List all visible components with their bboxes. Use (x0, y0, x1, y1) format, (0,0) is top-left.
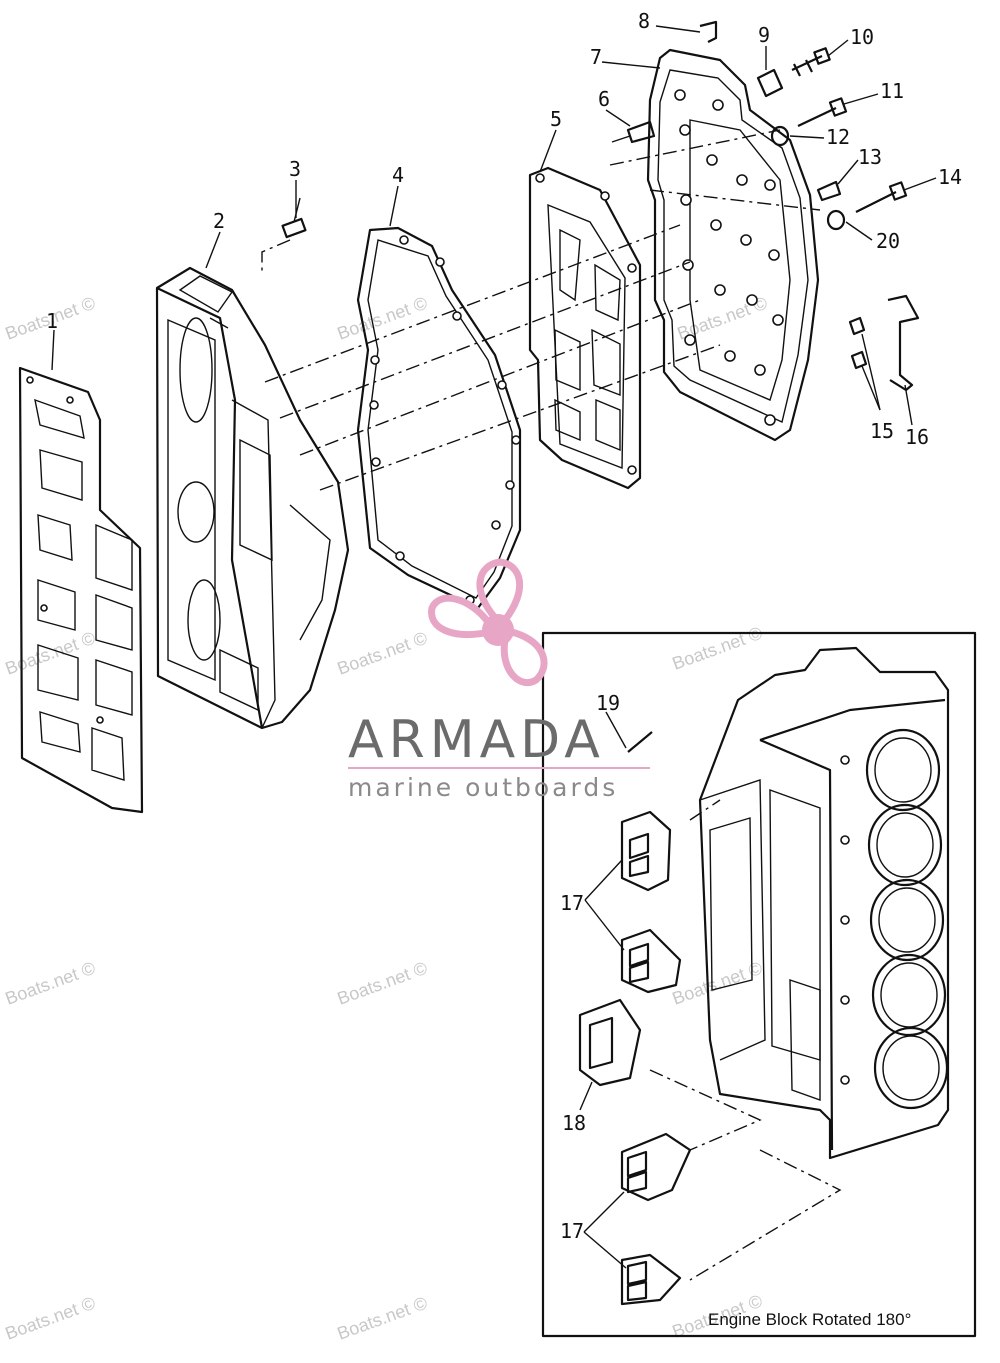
part-9-spacer (756, 68, 784, 98)
inset-frame (541, 631, 977, 1338)
callout-10: 10 (850, 25, 874, 49)
part-15-plugs (848, 316, 881, 411)
part-18-block (578, 998, 642, 1087)
callout-9: 9 (758, 23, 770, 47)
watermark: Boats.net © (335, 293, 430, 344)
part-5-divider-plate (528, 166, 642, 490)
watermark: Boats.net © (3, 1293, 98, 1344)
part-6-bolt (611, 120, 656, 144)
watermark: Boats.net © (335, 628, 430, 679)
callout-6: 6 (598, 87, 610, 111)
part-7-cover-plate (646, 48, 820, 442)
brand-name: ARMADA (348, 710, 605, 770)
part-19-pin (627, 731, 653, 753)
callouts: 1 2 3 4 5 6 7 8 9 10 11 12 13 14 15 16 1… (46, 9, 962, 1243)
brand-logo: ARMADA marine outboards (348, 558, 650, 802)
callout-19: 19 (596, 691, 620, 715)
callout-16: 16 (905, 425, 929, 449)
engine-block (698, 646, 950, 1160)
watermark: Boats.net © (3, 628, 98, 679)
propeller-logo-icon (428, 558, 548, 686)
callout-18: 18 (562, 1111, 586, 1135)
part-16-wire-clip (887, 294, 920, 426)
part-17-block (620, 1132, 692, 1202)
callout-13: 13 (858, 145, 882, 169)
watermark: Boats.net © (670, 958, 765, 1009)
part-10-bolt (791, 47, 831, 77)
callout-11: 11 (880, 79, 904, 103)
part-3-bolt (261, 197, 307, 275)
callout-5: 5 (550, 107, 562, 131)
part-11-bolt (797, 97, 848, 127)
leader-lines (51, 25, 937, 371)
callout-7: 7 (590, 45, 602, 69)
inset-caption: Engine Block Rotated 180° (708, 1310, 911, 1329)
watermark: Boats.net © (670, 623, 765, 674)
part-17-block (620, 810, 672, 892)
callout-4: 4 (392, 163, 404, 187)
callout-20: 20 (876, 229, 900, 253)
watermark: Boats.net © (335, 958, 430, 1009)
watermarks: Boats.net © Boats.net © Boats.net © Boat… (3, 293, 770, 1344)
callout-8: 8 (638, 9, 650, 33)
callout-2: 2 (213, 209, 225, 233)
callout-17: 17 (560, 1219, 584, 1243)
alignment-lines (264, 129, 821, 491)
callout-12: 12 (826, 125, 850, 149)
part-13-bolt (816, 180, 842, 202)
part-8-clip (699, 20, 718, 43)
part-4-gasket (356, 226, 522, 610)
part-14-bolt (855, 181, 908, 213)
watermark: Boats.net © (3, 958, 98, 1009)
callout-1: 1 (46, 309, 58, 333)
part-1-gasket-plate (18, 366, 144, 814)
part-17-block (620, 928, 682, 994)
callout-14: 14 (938, 165, 962, 189)
watermark: Boats.net © (335, 1293, 430, 1344)
part-12-washer (770, 125, 790, 147)
part-20-washer (826, 209, 846, 231)
brand-tagline: marine outboards (348, 773, 618, 802)
part-2-exhaust-housing (155, 266, 350, 730)
callout-3: 3 (289, 157, 301, 181)
part-17-block (620, 1253, 682, 1306)
callout-17: 17 (560, 891, 584, 915)
callout-15: 15 (870, 419, 894, 443)
inset-leader-lines (579, 711, 842, 1281)
